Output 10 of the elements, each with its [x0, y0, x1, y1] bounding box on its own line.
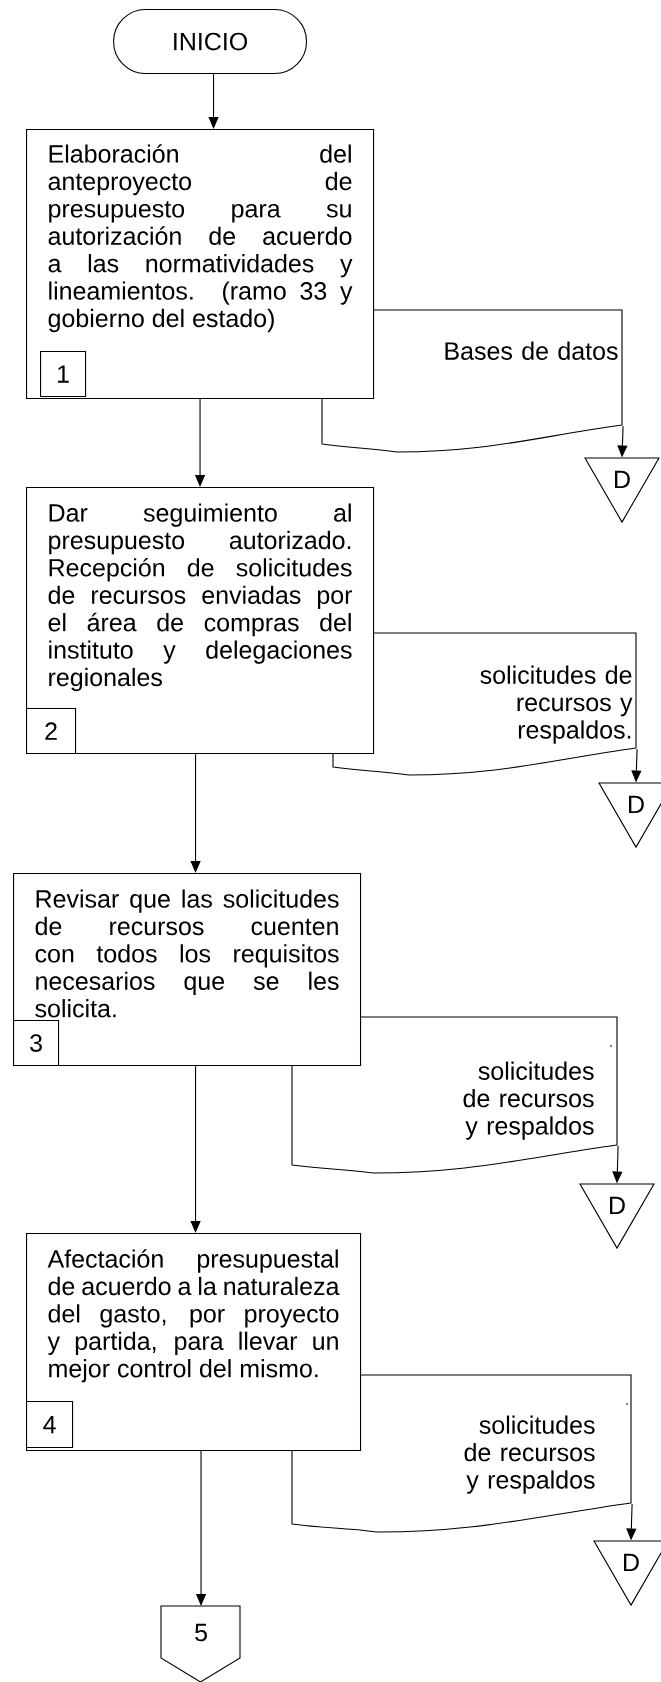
- arrow: [190, 1065, 201, 1233]
- arrow: [208, 73, 219, 129]
- arrow: [190, 753, 201, 873]
- step-number-box: 2: [26, 708, 77, 755]
- period-mark: .: [610, 1045, 612, 1047]
- step-number-box: 3: [13, 1020, 60, 1067]
- step-number-box: 1: [40, 351, 87, 398]
- step-number-box: 4: [26, 1401, 74, 1449]
- period-mark: .: [626, 1403, 628, 1405]
- off-page-connector: 5: [160, 1605, 241, 1682]
